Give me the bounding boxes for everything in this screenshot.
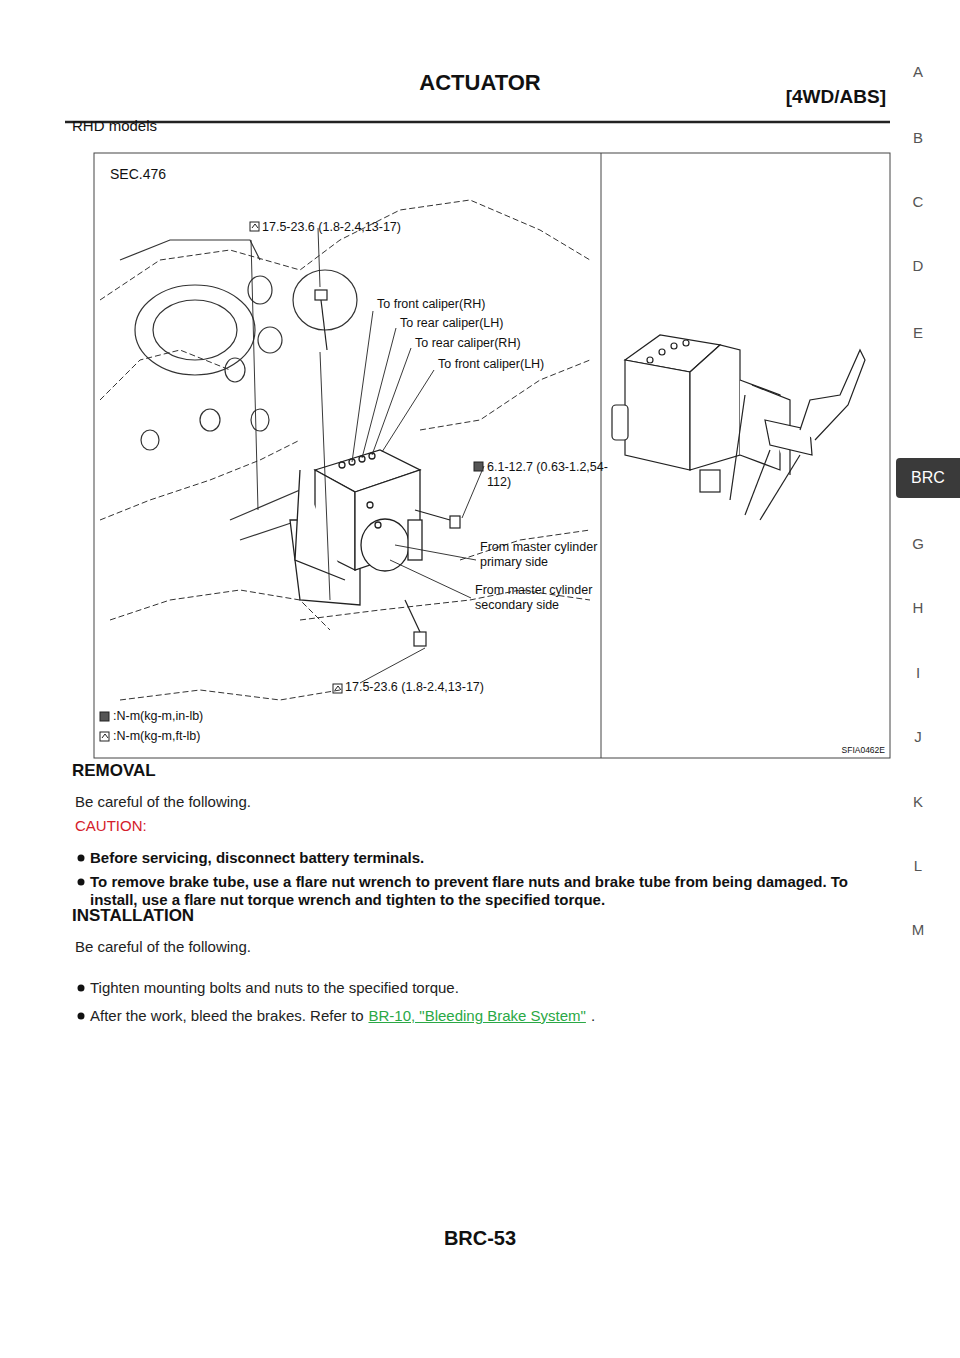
page-number: BRC-53 — [444, 1226, 516, 1250]
section-index-letter: K — [913, 793, 923, 811]
caution-item: Before servicing, disconnect battery ter… — [90, 849, 424, 867]
page-title: ACTUATOR — [419, 70, 540, 96]
section-heading: INSTALLATION — [72, 906, 194, 926]
port-label: From master cylinder secondary side — [475, 583, 605, 613]
section-index-letter: C — [913, 193, 924, 211]
section-index-letter: M — [912, 921, 925, 939]
section-index-letter: I — [916, 664, 920, 682]
body-text: . — [591, 1007, 595, 1024]
section-number: SEC.476 — [110, 166, 166, 183]
legend-text: :N-m(kg-m,in-lb) — [113, 709, 203, 724]
figure-frame — [94, 153, 890, 758]
torque-value: 17.5-23.6 (1.8-2.4,13-17) — [262, 220, 401, 235]
torque-value: 17.5-23.6 (1.8-2.4,13-17) — [345, 680, 484, 695]
section-index-letter: D — [913, 257, 924, 275]
cross-reference-link: BR-10, "Bleeding Brake System" — [368, 1007, 585, 1024]
section-heading: REMOVAL — [72, 761, 156, 781]
engine-bay-sketch — [100, 200, 590, 700]
abs-actuator — [290, 450, 422, 605]
section-tag: [4WD/ABS] — [786, 86, 886, 109]
figure-code: SFIA0462E — [842, 745, 885, 755]
header-rule — [65, 121, 890, 124]
port-label: To rear caliper(RH) — [415, 336, 521, 351]
section-index-letter: L — [914, 857, 922, 875]
torque-value: 6.1-12.7 (0.63-1.2,54-112) — [487, 460, 612, 490]
port-label: To rear caliper(LH) — [400, 316, 504, 331]
section-index-letter: G — [912, 535, 924, 553]
legend-text: :N-m(kg-m,ft-lb) — [113, 729, 201, 744]
caution-label: CAUTION: — [75, 817, 147, 835]
actuator-exploded-view — [612, 335, 865, 520]
bullets — [78, 855, 85, 1020]
body-text: Tighten mounting bolts and nuts to the s… — [90, 979, 459, 997]
body-text: After the work, bleed the brakes. Refer … — [90, 1007, 363, 1024]
caution-item: To remove brake tube, use a flare nut wr… — [90, 873, 890, 909]
section-index-letter: A — [913, 63, 923, 81]
body-text: Be careful of the following. — [75, 938, 251, 956]
section-index-letter: J — [914, 728, 922, 746]
model-note: RHD models — [72, 117, 157, 135]
section-index-letter: E — [913, 324, 923, 342]
section-index-letter: H — [913, 599, 924, 617]
port-label: To front caliper(LH) — [438, 357, 544, 372]
tab-label: BRC — [911, 469, 945, 487]
figure-divider — [601, 153, 602, 758]
port-label: To front caliper(RH) — [377, 297, 485, 312]
leader-lines — [251, 228, 484, 683]
section-index-letter: B — [913, 129, 923, 147]
section-tab: BRC — [896, 458, 960, 498]
body-text: Be careful of the following. — [75, 793, 251, 811]
body-line: After the work, bleed the brakes. Refer … — [90, 1007, 595, 1024]
port-label: From master cylinder primary side — [480, 540, 610, 570]
